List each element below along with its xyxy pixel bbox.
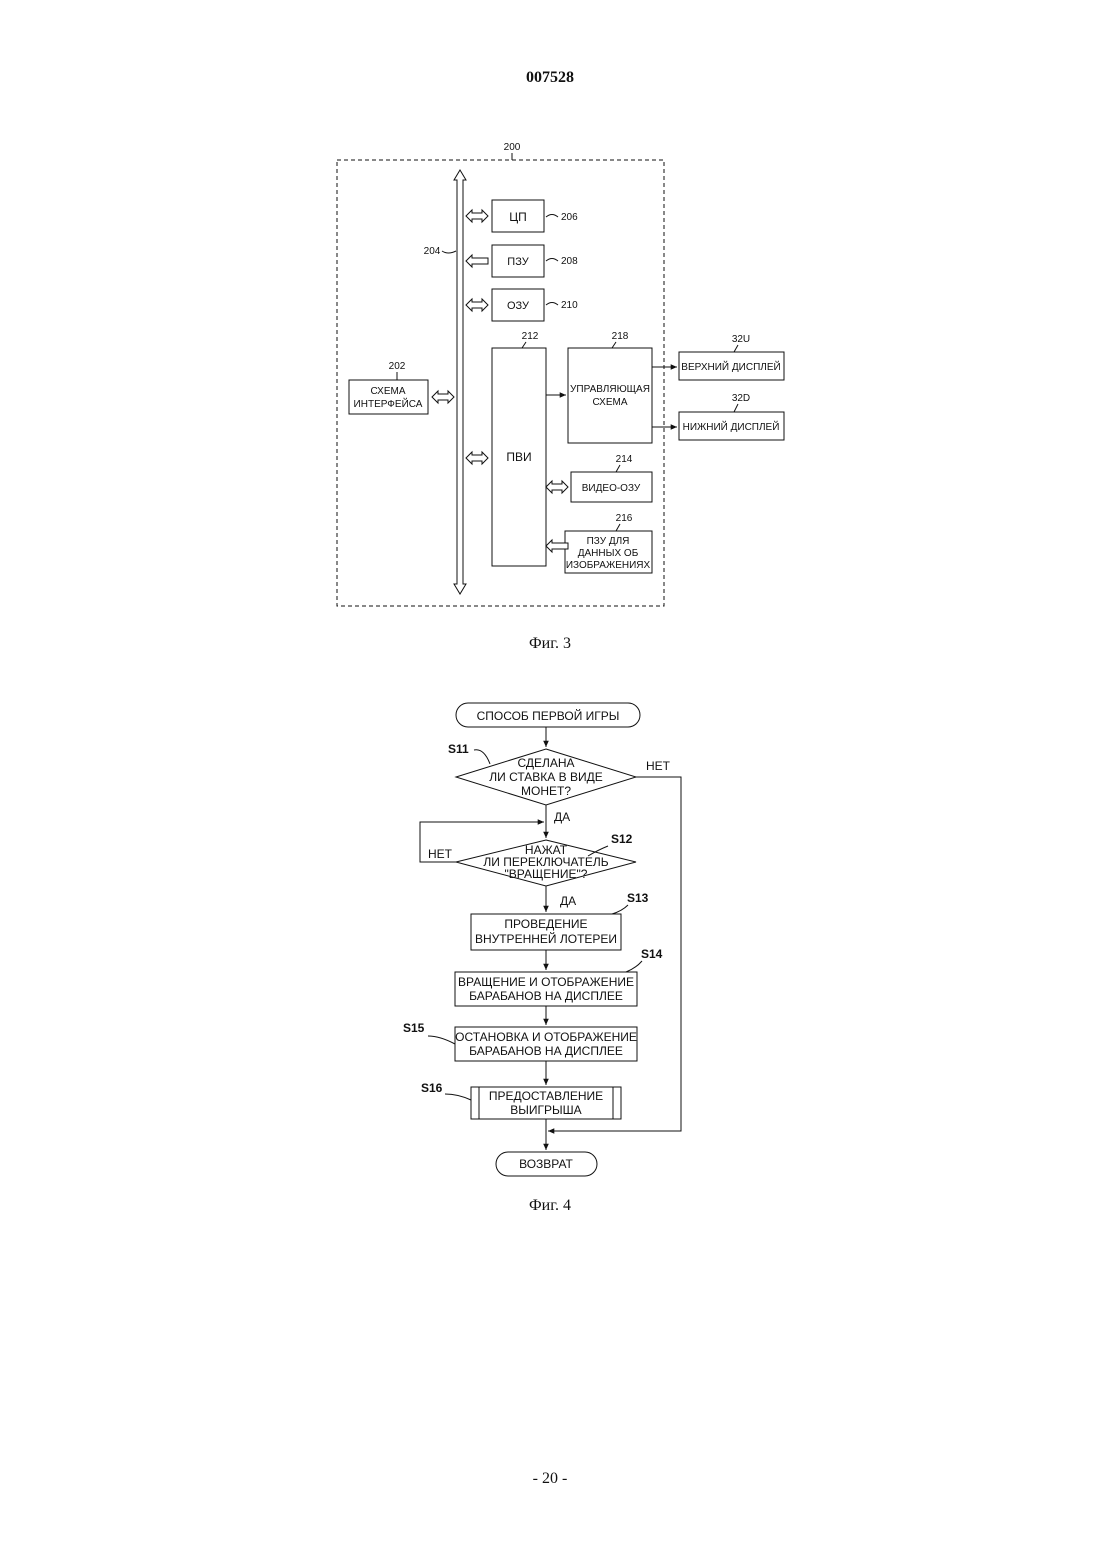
s13-text-1: ПРОВЕДЕНИЕ — [504, 917, 587, 931]
s11-step-label: S11 — [448, 742, 469, 756]
fig3-block-diagram: 200 204 СХЕМА ИНТЕРФЕЙСА 202 ЦП 206 ПЗУ … — [337, 142, 784, 606]
image-rom-label-2: ДАННЫХ ОБ — [578, 548, 639, 559]
lower-display-label: НИЖНИЙ ДИСПЛЕЙ — [683, 420, 780, 433]
interface-bus-arrow — [432, 391, 454, 403]
s14-text-1: ВРАЩЕНИЕ И ОТОБРАЖЕНИЕ — [458, 975, 634, 989]
end-label: ВОЗВРАТ — [519, 1157, 573, 1171]
ref-rom: 208 — [561, 256, 578, 267]
fig3-caption: Фиг. 3 — [529, 635, 571, 652]
ref-cpu-leader — [546, 215, 558, 218]
interface-label-2: ИНТЕРФЕЙСА — [354, 397, 423, 410]
s11-text-3: МОНЕТ? — [521, 784, 571, 798]
ref-image-rom: 216 — [616, 513, 633, 524]
s13-text-2: ВНУТРЕННЕЙ ЛОТЕРЕИ — [475, 931, 617, 946]
ref-bus: 204 — [424, 246, 441, 257]
image-rom-label-1: ПЗУ ДЛЯ — [587, 536, 630, 547]
vram-label: ВИДЕО-ОЗУ — [582, 483, 641, 494]
image-rom-label-3: ИЗОБРАЖЕНИЯХ — [566, 560, 651, 571]
ref-vdp: 212 — [522, 331, 539, 342]
ref-control: 218 — [612, 331, 629, 342]
s12-step-label: S12 — [611, 832, 633, 846]
bus-arrow — [454, 170, 466, 594]
s11-yes-label: ДА — [554, 810, 570, 824]
upper-display-label: ВЕРХНИЙ ДИСПЛЕЙ — [681, 360, 780, 373]
s16-leader — [445, 1094, 471, 1100]
s15-leader — [428, 1036, 455, 1044]
ref-image-rom-leader — [616, 524, 620, 531]
s12-no-label: НЕТ — [428, 847, 453, 861]
ref-vdp-leader — [522, 342, 526, 348]
s15-step-label: S15 — [403, 1021, 425, 1035]
ref-vram-leader — [616, 465, 620, 472]
ref-control-leader — [612, 342, 616, 348]
ref-upper-leader — [734, 345, 738, 352]
rom-label: ПЗУ — [507, 256, 529, 268]
ref-rom-leader — [546, 259, 558, 262]
page-number: - 20 - — [533, 1470, 568, 1487]
ref-device: 200 — [504, 142, 521, 153]
ref-lower-display: 32D — [732, 393, 750, 404]
ram-label: ОЗУ — [507, 300, 530, 312]
ref-upper-display: 32U — [732, 334, 750, 345]
ref-interface: 202 — [389, 361, 406, 372]
document-number: 007528 — [526, 69, 574, 86]
fig4-caption: Фиг. 4 — [529, 1197, 571, 1214]
vdp-label: ПВИ — [506, 450, 531, 464]
ref-ram-leader — [546, 303, 558, 306]
s12-yes-label: ДА — [560, 894, 576, 908]
s12-text-3: "ВРАЩЕНИЕ"? — [505, 867, 588, 881]
ref-bus-leader — [442, 251, 456, 253]
interface-label-1: СХЕМА — [371, 386, 406, 397]
fig4-flowchart: СПОСОБ ПЕРВОЙ ИГРЫ СДЕЛАНА ЛИ СТАВКА В В… — [403, 703, 681, 1176]
s15-text-1: ОСТАНОВКА И ОТОБРАЖЕНИЕ — [455, 1030, 637, 1044]
s11-text-2: ЛИ СТАВКА В ВИДЕ — [489, 770, 602, 784]
vdp-vram-arrow — [546, 481, 568, 493]
start-label: СПОСОБ ПЕРВОЙ ИГРЫ — [477, 708, 620, 723]
s14-leader — [626, 961, 642, 972]
control-label-1: УПРАВЛЯЮЩАЯ — [570, 384, 650, 395]
s15-text-2: БАРАБАНОВ НА ДИСПЛЕЕ — [469, 1044, 623, 1058]
s14-step-label: S14 — [641, 947, 663, 961]
control-circuit-box — [568, 348, 652, 443]
s16-text-2: ВЫИГРЫША — [510, 1103, 581, 1117]
s11-no-label: НЕТ — [646, 759, 671, 773]
ram-bus-arrow — [466, 299, 488, 311]
s13-leader — [612, 905, 628, 914]
ref-cpu: 206 — [561, 212, 578, 223]
vdp-bus-arrow — [466, 452, 488, 464]
s11-leader — [474, 750, 490, 764]
ref-vram: 214 — [616, 454, 633, 465]
control-label-2: СХЕМА — [593, 397, 628, 408]
s14-text-2: БАРАБАНОВ НА ДИСПЛЕЕ — [469, 989, 623, 1003]
ref-lower-leader — [734, 404, 738, 412]
cpu-label: ЦП — [509, 210, 527, 224]
s13-step-label: S13 — [627, 891, 649, 905]
cpu-bus-arrow — [466, 210, 488, 222]
ref-ram: 210 — [561, 300, 578, 311]
rom-bus-arrow — [466, 255, 488, 267]
s16-text-1: ПРЕДОСТАВЛЕНИЕ — [489, 1089, 603, 1103]
s16-step-label: S16 — [421, 1081, 443, 1095]
s11-text-1: СДЕЛАНА — [517, 756, 574, 770]
